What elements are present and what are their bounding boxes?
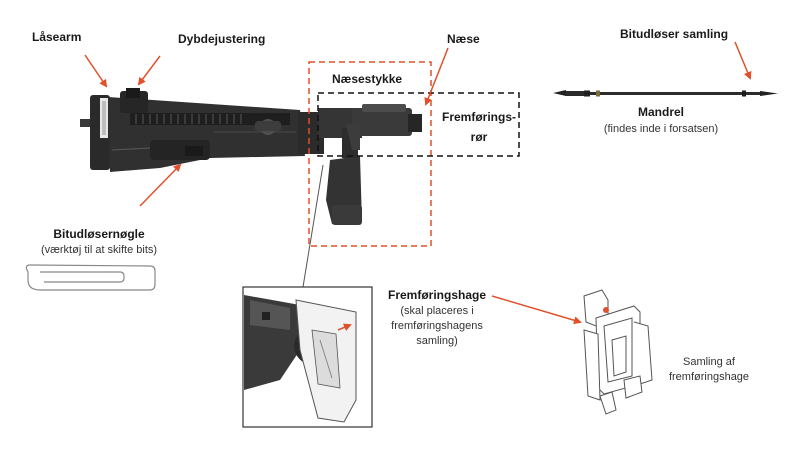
arrow-dybdejustering bbox=[137, 55, 161, 86]
label-bitudloesernoegle: Bitudløsernøgle bbox=[53, 227, 145, 241]
label-samling-line1: Samling af bbox=[683, 356, 735, 368]
label-fremfoeringshage-note-line3: samling) bbox=[416, 335, 458, 347]
label-bitudloesernoegle-note: (værktøj til at skifte bits) bbox=[40, 244, 158, 256]
label-dybdejustering: Dybdejustering bbox=[178, 32, 266, 46]
arrow-fremfoeringshage bbox=[491, 295, 582, 325]
label-fremfoeringsroer-line1: Fremførings- bbox=[441, 110, 516, 124]
label-fremfoeringshage-note: (skal placeres i fremføringshagens samli… bbox=[372, 304, 502, 349]
inset-leader-left bbox=[302, 164, 324, 288]
bitudloesernoegle-tool bbox=[25, 264, 156, 291]
label-mandrel-note: (findes inde i forsatsen) bbox=[603, 123, 719, 135]
mandrel-rod bbox=[553, 90, 778, 97]
label-fremfoeringshage-note-line1: (skal placeres i bbox=[400, 305, 474, 317]
arrow-bitudloeser bbox=[734, 41, 752, 80]
naesestykke-box bbox=[308, 61, 432, 247]
arrow-bitudloesernoegle bbox=[139, 163, 182, 207]
label-mandrel: Mandrel bbox=[637, 105, 684, 119]
label-samling-line2: fremføringshage bbox=[668, 371, 750, 383]
label-naesestykke: Næsestykke bbox=[332, 72, 403, 86]
inset-detail bbox=[244, 295, 357, 423]
samling-drawing bbox=[583, 289, 653, 415]
label-samling: Samling af fremføringshage bbox=[654, 355, 764, 385]
tool-body bbox=[80, 88, 422, 225]
fremfoeringsroer-box bbox=[317, 92, 520, 157]
label-fremfoeringshage-note-line2: fremføringshagens bbox=[391, 320, 483, 332]
label-fremfoeringsroer: Fremførings- rør bbox=[438, 110, 520, 144]
label-fremfoeringshage: Fremføringshage bbox=[387, 288, 486, 302]
label-laasearm: Låsearm bbox=[32, 30, 82, 44]
label-naese: Næse bbox=[447, 32, 480, 46]
label-bitudloeser-samling: Bitudløser samling bbox=[620, 27, 729, 41]
arrow-laasearm bbox=[84, 54, 108, 88]
arrow-naese bbox=[424, 47, 449, 106]
label-fremfoeringsroer-line2: rør bbox=[470, 130, 488, 144]
